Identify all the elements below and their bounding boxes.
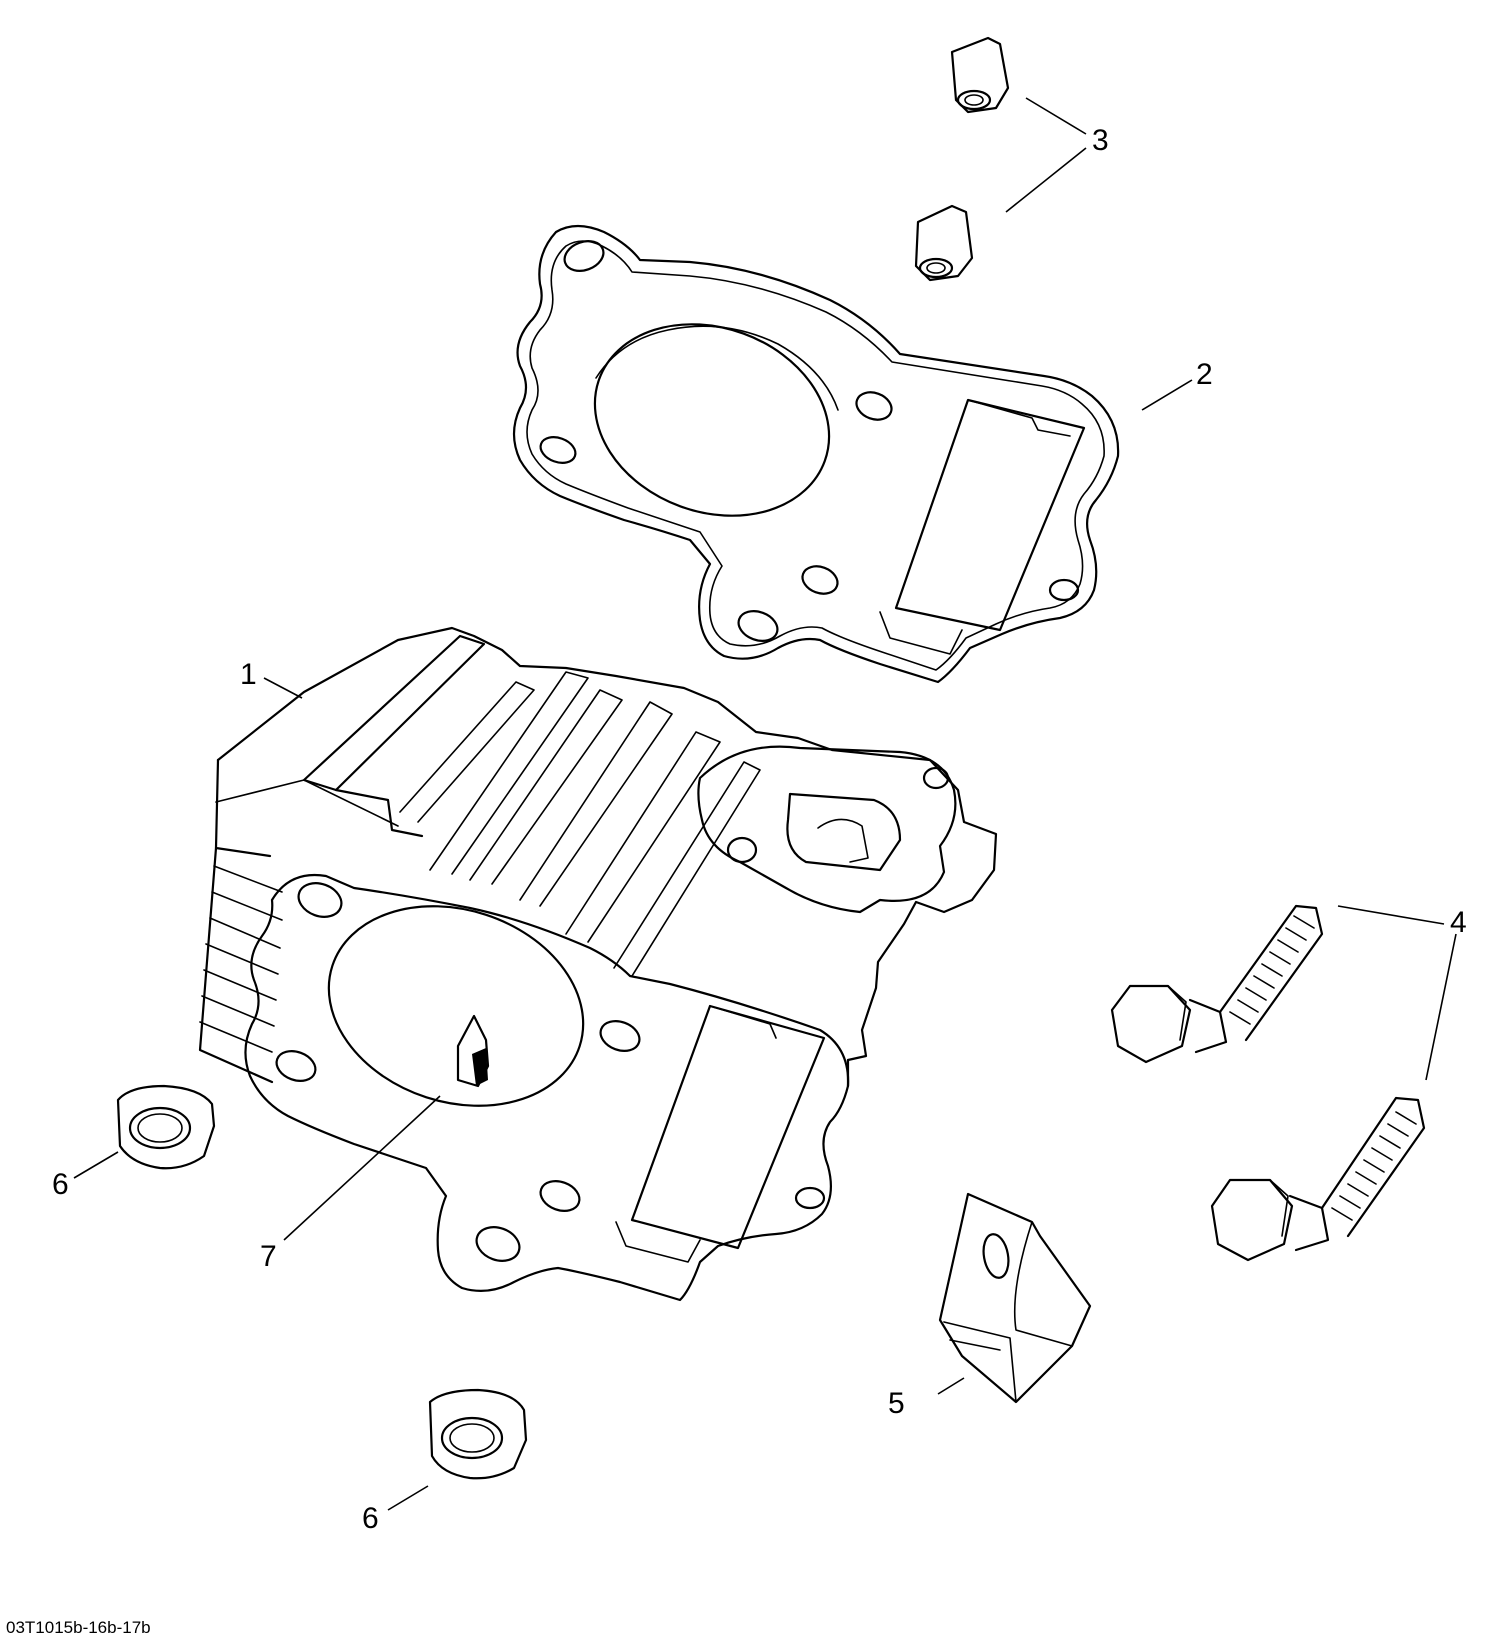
leader-lines: [73, 97, 1457, 1511]
cylinder-gasket: [512, 224, 1120, 684]
callout-1: 1: [240, 658, 257, 691]
drawing-reference-code: 03T1015b-16b-17b: [6, 1618, 151, 1637]
o-ring-upper: [116, 1084, 216, 1170]
chain-guide: [938, 1192, 1092, 1404]
o-ring-lower: [428, 1388, 528, 1480]
bolt-upper: [1110, 904, 1324, 1064]
callout-4: 4: [1450, 906, 1467, 939]
callout-2: 2: [1196, 358, 1213, 391]
dowel-pin-upper: [950, 36, 1010, 114]
callout-6-upper: 6: [52, 1168, 69, 1201]
cylinder-block: [198, 626, 998, 1302]
callout-7: 7: [260, 1240, 277, 1273]
locating-mark: [456, 1014, 490, 1088]
callout-5: 5: [888, 1387, 905, 1420]
dowel-pin-lower: [914, 204, 974, 282]
callout-3: 3: [1092, 124, 1109, 157]
callout-6-lower: 6: [362, 1502, 379, 1535]
bolt-lower: [1210, 1096, 1426, 1262]
